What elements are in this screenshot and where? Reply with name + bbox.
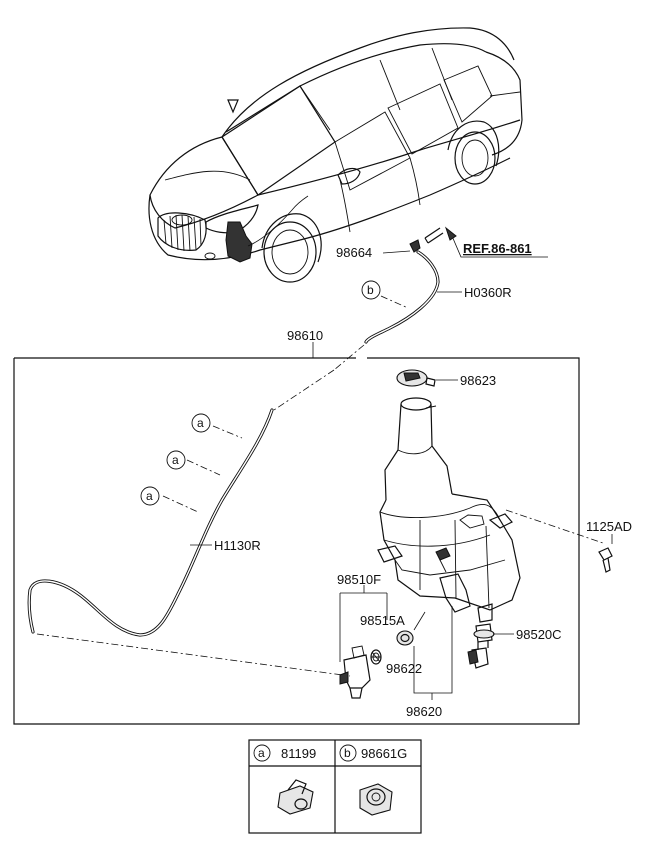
label-98622: 98622 (386, 661, 422, 676)
car-illustration (148, 27, 523, 283)
parts-legend-table: a 81199 b 98661G (248, 739, 422, 834)
label-98623: 98623 (460, 373, 496, 388)
label-h1130r: H1130R (214, 538, 261, 553)
label-1125ad: 1125AD (586, 519, 632, 534)
label-98664: 98664 (336, 245, 372, 260)
hose-h1130r (27, 408, 351, 677)
label-h0360r: H0360R (464, 285, 512, 300)
clip-81199-illustration (277, 779, 314, 815)
legend-a-part: 81199 (281, 746, 316, 761)
label-98515a: 98515A (360, 613, 405, 628)
hose-joint-98664 (409, 239, 421, 253)
label-98520c: 98520C (516, 627, 562, 642)
callout-a-1: a (191, 413, 211, 433)
callout-a-2: a (166, 450, 186, 470)
washer-pump-98510f (339, 585, 388, 699)
grommet-98622 (396, 611, 426, 646)
washer-reservoir-tank (377, 397, 521, 623)
washer-assembly-box (13, 342, 580, 725)
legend-a-header: a 81199 (253, 744, 316, 762)
callout-a-3: a (140, 486, 160, 506)
label-ref-86-861: REF.86-861 (463, 241, 532, 256)
pump-seal-98515a (370, 649, 382, 665)
hose-link-line (273, 369, 335, 411)
bracket-98620 (413, 606, 453, 700)
svg-text:b: b (344, 746, 351, 760)
callout-b: b (361, 280, 381, 300)
legend-b-part: 98661G (361, 746, 407, 761)
level-sensor-98520c (467, 623, 514, 669)
legend-b-header: b 98661G (339, 744, 407, 762)
upper-hose-assembly (333, 226, 548, 371)
label-98510f: 98510F (337, 572, 381, 587)
svg-text:a: a (172, 453, 179, 467)
svg-text:a: a (258, 746, 265, 760)
clip-98661g-illustration (359, 783, 393, 816)
label-98620: 98620 (406, 704, 442, 719)
bolt-1125ad (505, 509, 613, 573)
svg-text:a: a (146, 489, 153, 503)
label-98610: 98610 (287, 328, 323, 343)
svg-text:b: b (367, 283, 374, 297)
svg-text:a: a (197, 416, 204, 430)
reservoir-cap-98623 (396, 369, 458, 387)
